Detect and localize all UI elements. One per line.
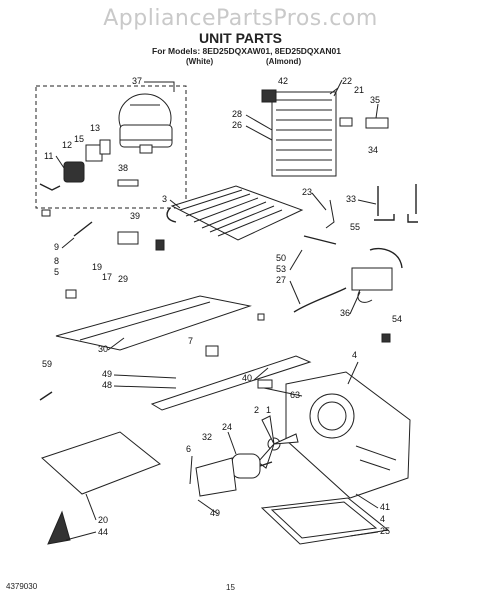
callout-33: 33 xyxy=(346,194,356,204)
callout-34: 34 xyxy=(368,145,378,155)
footer-part-code: 4379030 xyxy=(6,582,38,591)
callout-2: 2 xyxy=(254,405,259,415)
callout-55: 55 xyxy=(350,222,360,232)
callout-3: 3 xyxy=(162,194,167,204)
condenser-coil xyxy=(261,87,339,177)
callout-44: 44 xyxy=(98,527,108,537)
callout-7: 7 xyxy=(188,336,193,346)
callout-48: 48 xyxy=(102,380,112,390)
evaporator-coil xyxy=(166,185,304,241)
variant-white-label: (White) xyxy=(186,57,214,66)
callout-37: 37 xyxy=(132,76,142,86)
callout-26: 26 xyxy=(232,120,242,130)
fan-shroud-panel xyxy=(285,371,411,499)
callout-32: 32 xyxy=(202,432,212,442)
callout-4-lower: 4 xyxy=(380,514,385,524)
callout-13: 13 xyxy=(90,123,100,133)
compressor-part xyxy=(118,93,173,154)
drain-pan xyxy=(260,497,390,545)
variant-almond-label: (Almond) xyxy=(266,57,302,66)
floor-plate xyxy=(41,431,161,545)
callout-28: 28 xyxy=(232,109,242,119)
callout-38: 38 xyxy=(118,163,128,173)
callout-6: 6 xyxy=(186,444,191,454)
callout-1: 1 xyxy=(266,405,271,415)
misc-hardware xyxy=(39,199,391,401)
callout-39: 39 xyxy=(130,211,140,221)
callout-41: 41 xyxy=(380,502,390,512)
capillary-tube xyxy=(293,287,347,313)
base-rails xyxy=(55,295,312,411)
site-watermark: AppliancePartsPros.com xyxy=(103,6,378,31)
callout-22: 22 xyxy=(342,76,352,86)
callout-59: 59 xyxy=(42,359,52,369)
callout-4-upper: 4 xyxy=(352,350,357,360)
callout-5: 5 xyxy=(54,267,59,277)
callout-29: 29 xyxy=(118,274,128,284)
callout-11: 11 xyxy=(44,151,53,161)
callout-12: 12 xyxy=(62,140,72,150)
models-line: For Models: 8ED25DQXAW01, 8ED25DQXAN01 xyxy=(152,46,341,56)
callout-50: 50 xyxy=(276,253,286,263)
callout-9: 9 xyxy=(54,242,59,252)
leader-lines xyxy=(55,79,379,541)
callout-17: 17 xyxy=(102,272,112,282)
callout-15: 15 xyxy=(74,134,84,144)
callout-53: 53 xyxy=(276,264,286,274)
callout-20: 20 xyxy=(98,515,108,525)
valve-and-wiring-parts xyxy=(339,117,418,223)
callout-42: 42 xyxy=(278,76,288,86)
relay-parts xyxy=(39,139,139,191)
condenser-fan-motor xyxy=(195,453,273,497)
timer-harness xyxy=(351,247,403,303)
callout-54: 54 xyxy=(392,314,402,324)
callout-19: 19 xyxy=(92,262,102,272)
callout-24: 24 xyxy=(222,422,232,432)
footer-page-number: 15 xyxy=(226,583,235,592)
callout-49-lower: 49 xyxy=(210,508,220,518)
compressor-group-box xyxy=(35,85,187,209)
callout-36: 36 xyxy=(340,308,350,318)
callout-23: 23 xyxy=(302,187,312,197)
diagram-title: UNIT PARTS xyxy=(199,30,282,46)
callout-27: 27 xyxy=(276,275,286,285)
callout-35: 35 xyxy=(370,95,380,105)
callout-49-upper: 49 xyxy=(102,369,112,379)
callout-30: 30 xyxy=(98,344,108,354)
callout-25: 25 xyxy=(380,526,390,536)
callout-8: 8 xyxy=(54,256,59,266)
callout-21: 21 xyxy=(354,85,364,95)
callout-40: 40 xyxy=(242,373,252,383)
